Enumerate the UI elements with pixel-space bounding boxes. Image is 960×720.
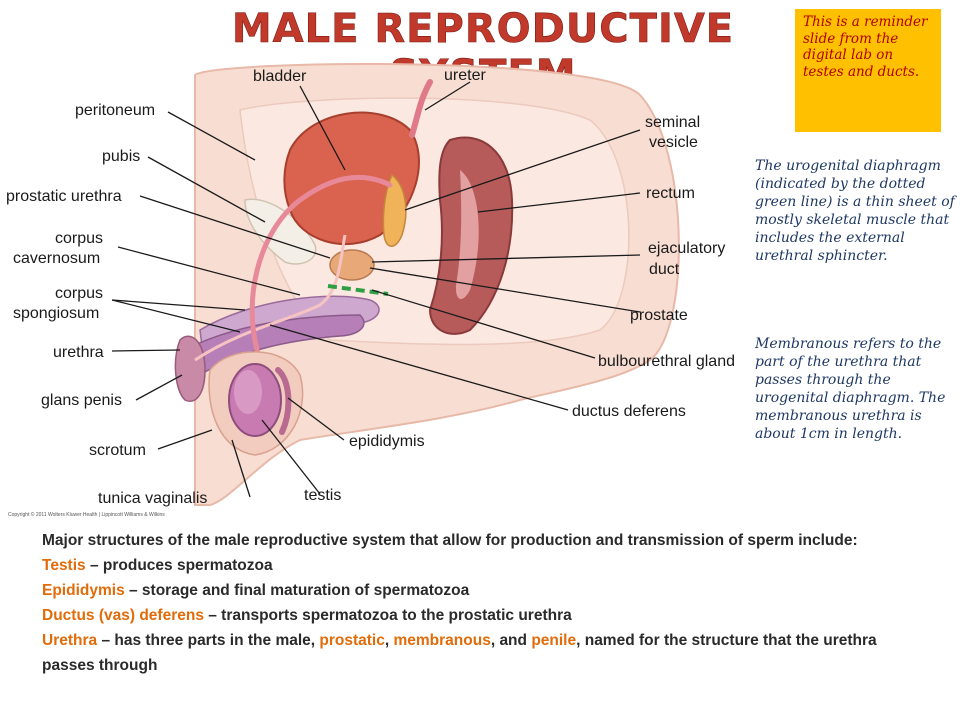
term-membranous: membranous [393,632,491,649]
urogenital-diaphragm-note: The urogenital diaphragm (indicated by t… [755,158,955,264]
summary-intro: Major structures of the male reproductiv… [42,532,858,549]
seminal-vesicle-shape [382,173,407,247]
summary-text: Major structures of the male reproductiv… [42,528,922,678]
urethra-shape [194,234,347,362]
leader-lines [111,81,641,498]
label-scrotum: scrotum [89,442,146,459]
term-prostatic: prostatic [319,632,385,649]
label-seminal-vesicle-2: vesicle [649,134,698,151]
summary-urethra: Urethra – has three parts in the male, p… [42,628,922,678]
label-corpus-spongiosum-2: spongiosum [13,305,99,322]
testis-highlight [234,370,262,414]
desc-epididymis: – storage and final maturation of sperma… [124,582,470,599]
copyright-text: Copyright © 2011 Wolters Kluwer Health |… [8,512,165,518]
rectum-lumen [455,170,479,300]
urogenital-diaphragm-line [327,284,389,296]
desc-urethra-2: , named for the structure that the ureth… [42,632,877,674]
label-corpus-cavernosum-2: cavernosum [13,250,100,267]
summary-testis: Testis – produces spermatozoa [42,553,922,578]
term-epididymis: Epididymis [42,582,125,599]
ductus-deferens-shape [249,174,393,363]
label-pubis: pubis [102,148,140,165]
label-glans-penis: glans penis [41,392,122,409]
label-testis: testis [304,487,341,504]
summary-ductus: Ductus (vas) deferens – transports sperm… [42,603,922,628]
term-testis: Testis [42,557,86,574]
term-penile: penile [531,632,577,649]
epididymis-shape [275,367,292,435]
label-seminal-vesicle-1: seminal [645,114,700,131]
reminder-note: This is a reminder slide from the digita… [795,9,941,132]
desc-testis: – produces spermatozoa [85,557,273,574]
label-corpus-spongiosum-1: corpus [55,285,103,302]
desc-urethra-1: – has three parts in the male, [97,632,320,649]
label-bulbourethral-gland: bulbourethral gland [598,353,735,370]
label-ejaculatory-duct-1: ejaculatory [648,240,725,257]
label-tunica-vaginalis: tunica vaginalis [98,490,207,507]
label-peritoneum: peritoneum [75,102,155,119]
label-prostatic-urethra: prostatic urethra [6,188,122,205]
term-urethra: Urethra [42,632,98,649]
summary-epididymis: Epididymis – storage and final maturatio… [42,578,922,603]
label-ureter: ureter [444,67,486,84]
label-prostate: prostate [630,307,688,324]
label-bladder: bladder [253,68,307,85]
glans-shape [174,335,206,402]
term-ductus: Ductus (vas) deferens [42,607,204,624]
membranous-urethra-note: Membranous refers to the part of the ure… [755,336,946,442]
label-ductus-deferens: ductus deferens [572,403,686,420]
sep-2: , and [490,632,532,649]
label-rectum: rectum [646,185,695,202]
sep-1: , [384,632,394,649]
label-ejaculatory-duct-2: duct [649,261,680,278]
label-corpus-cavernosum-1: corpus [55,230,103,247]
ureter-shape [409,79,433,138]
desc-ductus: – transports spermatozoa to the prostati… [203,607,572,624]
label-urethra: urethra [53,344,104,361]
label-epididymis: epididymis [349,433,425,450]
anatomy-diagram: bladder ureter peritoneum seminal vesicl… [6,63,735,507]
